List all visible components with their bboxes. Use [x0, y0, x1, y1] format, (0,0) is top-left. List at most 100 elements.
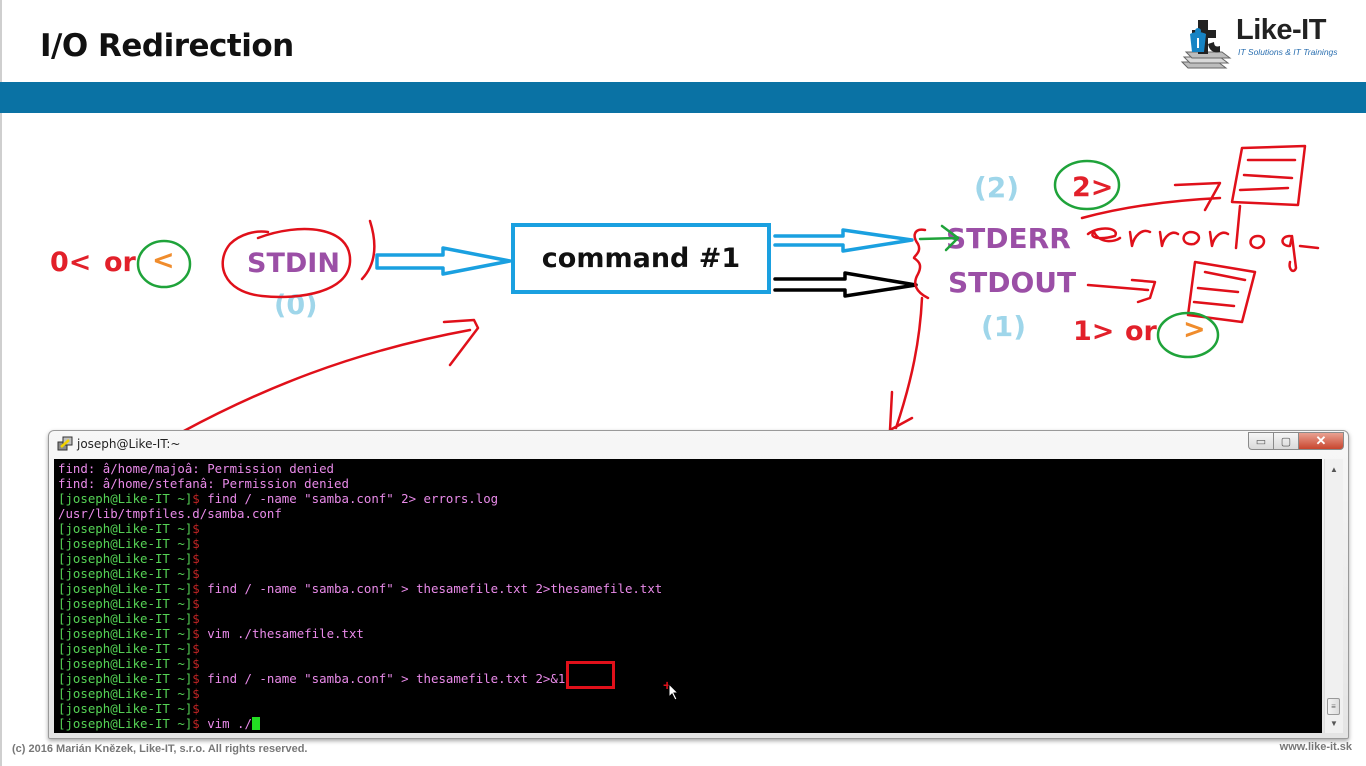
- stdout-fd: (1): [981, 310, 1027, 343]
- shell-command: find / -name "samba.conf" > thesamefile.…: [199, 671, 566, 686]
- terminal-line: [joseph@Like-IT ~]$ find / -name "samba.…: [58, 581, 662, 596]
- terminal-line: [joseph@Like-IT ~]$: [58, 566, 662, 581]
- stdout-or: or: [1125, 316, 1157, 347]
- prompt-dollar: $: [192, 491, 200, 506]
- minimize-icon: ▭: [1255, 435, 1267, 448]
- handwriting-error-log: [1086, 204, 1320, 273]
- prompt-dollar: $: [192, 686, 200, 701]
- doc-errorlog: [1230, 144, 1307, 207]
- scroll-down-arrow-icon[interactable]: ▼: [1330, 718, 1338, 728]
- shell-prompt: [joseph@Like-IT ~]: [58, 656, 193, 671]
- terminal-scrollbar[interactable]: ▲ ≡ ▼: [1324, 459, 1343, 733]
- prompt-dollar: $: [192, 626, 200, 641]
- brace-outputs: [912, 228, 930, 300]
- arrow-down: [888, 296, 924, 432]
- terminal-line: find: â/home/majoâ: Permission denied: [58, 461, 662, 476]
- arrow-stdout-doc: [1086, 278, 1157, 304]
- maximize-button[interactable]: ▢: [1273, 432, 1299, 450]
- arrow-command-stdout: [773, 271, 918, 298]
- shell-prompt: [joseph@Like-IT ~]: [58, 521, 193, 536]
- terminal-line: [joseph@Like-IT ~]$: [58, 521, 662, 536]
- terminal-line: [joseph@Like-IT ~]$: [58, 701, 662, 716]
- shell-prompt: [joseph@Like-IT ~]: [58, 686, 193, 701]
- shell-command: vim ./thesamefile.txt: [199, 626, 364, 641]
- putty-icon: [57, 436, 73, 451]
- arrow-green-stderr: [918, 224, 960, 252]
- scroll-up-arrow-icon[interactable]: ▲: [1330, 464, 1338, 474]
- shell-prompt: [joseph@Like-IT ~]: [58, 551, 193, 566]
- bracket-stdin: [360, 219, 376, 281]
- shell-prompt: [joseph@Like-IT ~]: [58, 716, 193, 731]
- terminal-line: /usr/lib/tmpfiles.d/samba.conf: [58, 506, 662, 521]
- terminal-line: [joseph@Like-IT ~]$: [58, 641, 662, 656]
- ink-annotations: [136, 144, 1320, 434]
- prompt-dollar: $: [192, 671, 200, 686]
- shell-prompt: [joseph@Like-IT ~]: [58, 701, 193, 716]
- shell-prompt: [joseph@Like-IT ~]: [58, 491, 193, 506]
- terminal-line: [joseph@Like-IT ~]$ find / -name "samba.…: [58, 491, 662, 506]
- arrow-command-stderr: [773, 228, 914, 253]
- red-plus-marker-icon: +: [663, 677, 672, 693]
- stderr-fd: (2): [974, 171, 1020, 204]
- brand-tagline: IT Solutions & IT Trainings: [1238, 47, 1338, 57]
- highlight-box-2-and-1: [566, 661, 615, 689]
- prompt-dollar: $: [192, 701, 200, 716]
- stdout-redirect-long: 1>: [1073, 316, 1115, 347]
- terminal-line: [joseph@Like-IT ~]$: [58, 611, 662, 626]
- mouse-pointer-icon: [668, 683, 680, 701]
- stderr-label: STDERR: [946, 222, 1071, 255]
- terminal-titlebar[interactable]: joseph@Like-IT:~ ▭ ▢ ✕: [49, 431, 1348, 458]
- terminal-title: joseph@Like-IT:~: [77, 437, 181, 451]
- terminal-output-text: find: â/home/majoâ: Permission denied: [58, 461, 335, 476]
- slide-left-edge: [0, 0, 2, 766]
- close-button[interactable]: ✕: [1298, 432, 1344, 450]
- shell-prompt: [joseph@Like-IT ~]: [58, 566, 193, 581]
- terminal-line: [joseph@Like-IT ~]$ find / -name "samba.…: [58, 671, 662, 686]
- terminal-line: find: â/home/stefanâ: Permission denied: [58, 476, 662, 491]
- text-cursor: [251, 717, 260, 730]
- maximize-icon: ▢: [1280, 435, 1292, 448]
- like-it-logo-icon: [1180, 20, 1232, 69]
- stdin-redirect-short: <: [152, 245, 175, 276]
- stdin-redirect-long: 0<: [50, 247, 92, 278]
- arrow-stdin-command: [375, 246, 512, 276]
- brand-name: Like-IT: [1236, 14, 1326, 46]
- circle-stdin-short: [136, 239, 192, 289]
- prompt-dollar: $: [192, 581, 200, 596]
- terminal-line: [joseph@Like-IT ~]$: [58, 656, 662, 671]
- slide-title: I/O Redirection: [40, 28, 294, 64]
- prompt-dollar: $: [192, 536, 200, 551]
- terminal-line: [joseph@Like-IT ~]$ vim ./: [58, 716, 662, 731]
- prompt-dollar: $: [192, 596, 200, 611]
- terminal-line: [joseph@Like-IT ~]$ vim ./thesamefile.tx…: [58, 626, 662, 641]
- terminal-window[interactable]: joseph@Like-IT:~ ▭ ▢ ✕ find: â/home/majo…: [48, 430, 1349, 739]
- website-footer[interactable]: www.like-it.sk: [1279, 741, 1352, 753]
- circle-stdout-short: [1156, 311, 1220, 359]
- scrollbar-thumb[interactable]: ≡: [1327, 698, 1340, 715]
- shell-command: vim ./: [199, 716, 252, 731]
- prompt-dollar: $: [192, 716, 200, 731]
- prompt-dollar: $: [192, 521, 200, 536]
- close-icon: ✕: [1315, 433, 1327, 448]
- terminal-line: [joseph@Like-IT ~]$: [58, 536, 662, 551]
- command-box: command #1: [511, 223, 771, 294]
- copyright-footer: (c) 2016 Marián Knězek, Like-IT, s.r.o. …: [12, 743, 308, 755]
- stdout-label: STDOUT: [948, 266, 1077, 299]
- terminal-output-text: /usr/lib/tmpfiles.d/samba.conf: [58, 506, 282, 521]
- terminal-line: [joseph@Like-IT ~]$: [58, 686, 662, 701]
- terminal-output-text: find: â/home/stefanâ: Permission denied: [58, 476, 349, 491]
- prompt-dollar: $: [192, 551, 200, 566]
- shell-prompt: [joseph@Like-IT ~]: [58, 626, 193, 641]
- shell-command: find / -name "samba.conf" 2> errors.log: [199, 491, 499, 506]
- arrow-to-errorlog: [1080, 181, 1222, 220]
- stdin-label: STDIN: [247, 248, 340, 279]
- prompt-dollar: $: [192, 656, 200, 671]
- prompt-dollar: $: [192, 566, 200, 581]
- minimize-button[interactable]: ▭: [1248, 432, 1274, 450]
- shell-prompt: [joseph@Like-IT ~]: [58, 536, 193, 551]
- stderr-redirect: 2>: [1072, 172, 1114, 203]
- stdout-redirect-short: >: [1183, 314, 1206, 345]
- prompt-dollar: $: [192, 611, 200, 626]
